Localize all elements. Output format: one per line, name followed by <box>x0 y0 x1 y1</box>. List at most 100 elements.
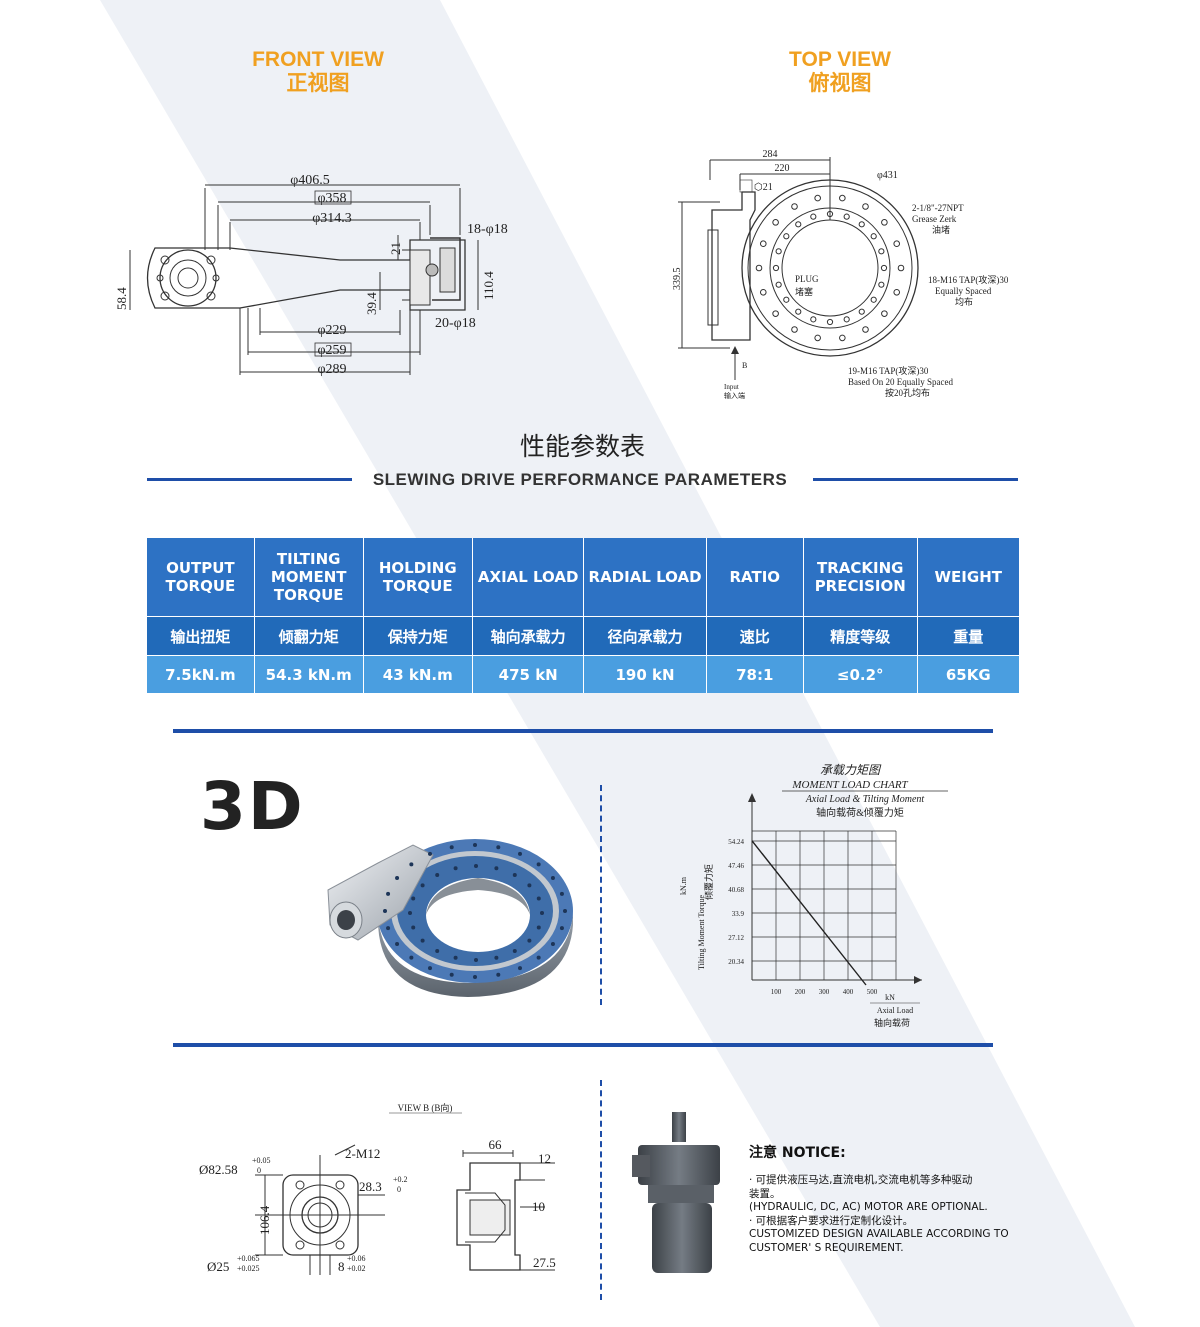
model-3d-bolt-hole <box>527 883 532 888</box>
section-divider-2 <box>173 1043 993 1047</box>
model-3d-bolt-hole <box>536 955 541 960</box>
top-view-b: B <box>742 361 747 370</box>
top-bolt-hole <box>878 248 885 255</box>
top-bolt-hole <box>814 334 821 342</box>
chart-ylabel-unit: kN.m <box>679 876 688 895</box>
model-3d-bolt-hole <box>550 942 555 946</box>
top-m16-e: Based On 20 Equally Spaced <box>848 377 953 387</box>
chart-x-tick: 300 <box>819 988 830 996</box>
front-dim-20: 20-φ18 <box>435 316 476 331</box>
hydraulic-motor-image <box>632 1112 720 1273</box>
vb-dim-10: 10 <box>532 1199 545 1214</box>
top-bolt-hole <box>897 264 905 272</box>
model-3d-bolt-hole <box>411 925 416 930</box>
performance-header-cn-2: 保持力矩 <box>363 616 473 656</box>
model-3d-bolt-hole <box>473 975 477 979</box>
model-3d-bolt-hole <box>563 909 567 913</box>
top-plug-1: PLUG <box>795 274 819 284</box>
top-dim-431: φ431 <box>877 170 898 181</box>
model-3d-bolt-hole <box>474 958 478 962</box>
moment-load-chart: 承载力矩图 MOMENT LOAD CHART Axial Load & Til… <box>679 763 948 1028</box>
top-bolt-hole <box>791 203 798 210</box>
performance-header-cn-1: 倾翻力矩 <box>254 616 364 656</box>
chart-x-tick: 500 <box>867 988 878 996</box>
notice-line-5: CUSTOMIZED DESIGN AVAILABLE ACCORDING TO <box>749 1228 1009 1240</box>
model-3d-bolt-hole <box>496 845 501 850</box>
performance-value-3: 475 kN <box>472 655 585 693</box>
section-dashed-divider-2 <box>600 1080 602 1300</box>
top-m16-f: 按20孔均布 <box>885 387 930 398</box>
model-3d-bolt-hole <box>395 876 400 880</box>
chart-subtitle-3: 轴向载荷&倾覆力矩 <box>816 806 904 819</box>
chart-series-line <box>751 840 867 986</box>
notice-line-4: · 可根据客户要求进行定制化设计。 <box>749 1214 914 1227</box>
chart-ylabel-cn: 倾覆力矩 <box>703 864 714 900</box>
model-3d-bolt-hole <box>536 862 541 867</box>
top-bolt-hole <box>881 310 888 317</box>
performance-value-6: ≤0.2° <box>803 655 918 693</box>
top-grease-1: 2-1/8"-27NPT <box>912 203 964 213</box>
performance-header-cn-7: 重量 <box>917 616 1019 656</box>
model-3d-bolt-hole <box>409 862 414 867</box>
model-3d-bolt-hole <box>474 864 478 868</box>
vb-dim-8258: Ø82.58 <box>199 1162 238 1177</box>
notice-line-1: · 可提供液压马达,直流电机,交流电机等多种驱动 <box>749 1174 973 1186</box>
notice-line-6: CUSTOMER' S REQUIREMENT. <box>749 1241 904 1254</box>
top-bolt-hole <box>826 210 834 218</box>
front-dim-229: φ229 <box>317 323 346 338</box>
chart-x-axis-arrow <box>914 976 922 984</box>
performance-rule-right <box>813 478 1018 481</box>
model-3d-bolt-hole <box>550 876 555 880</box>
performance-header-5: RATIO <box>706 538 804 617</box>
performance-header-cn-4: 径向承载力 <box>583 616 707 656</box>
top-dim-339: 339.5 <box>672 268 683 291</box>
model-3d-bolt-holes <box>383 843 567 979</box>
model-3d-bolt-hole <box>395 942 400 946</box>
front-dim-39: 39.4 <box>364 292 379 315</box>
model-3d-bolt-hole <box>409 955 414 960</box>
top-dim-284: 284 <box>763 149 778 160</box>
chart-y-tick: 47.46 <box>728 862 744 870</box>
top-bolt-hole <box>791 326 798 333</box>
performance-value-1: 54.3 kN.m <box>254 655 364 693</box>
top-m16-b: Equally Spaced <box>935 286 992 296</box>
top-bolt-hole <box>862 326 869 333</box>
vb-dim-275: 27.5 <box>533 1255 556 1270</box>
top-bolt-hole <box>759 240 767 248</box>
performance-header-cn-3: 轴向承载力 <box>472 616 585 656</box>
chart-subtitle: MOMENT LOAD CHART <box>791 779 908 791</box>
front-dim-58: 58.4 <box>114 287 129 310</box>
performance-value-2: 43 kN.m <box>363 655 473 693</box>
top-bolt-hole <box>795 308 802 315</box>
top-bolt-hole <box>814 194 821 202</box>
performance-header-4: RADIAL LOAD <box>583 538 707 617</box>
top-bolt-hole <box>839 194 846 202</box>
top-grease-2: Grease Zerk <box>912 214 957 224</box>
performance-cn-row: 输出扭矩倾翻力矩保持力矩轴向承载力径向承载力速比精度等级重量 <box>147 616 1019 656</box>
model-3d-render <box>327 839 573 997</box>
chart-title: 承载力矩图 <box>820 763 882 777</box>
chart-xlabel-cn: 轴向载荷 <box>874 1017 910 1028</box>
vb-dim-1064: 106.4 <box>257 1205 272 1235</box>
vb-tol3b: +0.025 <box>237 1264 260 1273</box>
performance-title-cn: 性能参数表 <box>519 433 645 461</box>
top-view-bolt-holes <box>755 194 905 342</box>
model-3d-bolt-hole <box>411 896 416 901</box>
top-bolt-hole <box>755 264 763 272</box>
performance-header-7: WEIGHT <box>917 538 1019 617</box>
performance-title-en: SLEWING DRIVE PERFORMANCE PARAMETERS <box>372 470 788 489</box>
vb-tol3a: +0.065 <box>237 1254 260 1263</box>
front-dim-358: φ358 <box>317 191 346 206</box>
performance-value-0: 7.5kN.m <box>147 655 255 693</box>
top-bolt-hole <box>858 308 865 315</box>
top-bolt-hole <box>870 233 877 240</box>
vb-tol1a: +0.05 <box>252 1156 271 1165</box>
top-input-1: Input <box>724 383 739 391</box>
vb-dim-8: 8 <box>338 1259 345 1274</box>
chart-y-tick: 54.24 <box>728 838 744 846</box>
top-view-drawing: 284 220 φ431 ⬡21 2-1/8"-27NPT Grease Zer… <box>672 149 1009 400</box>
notice-block: 注意 NOTICE: · 可提供液压马达,直流电机,交流电机等多种驱动 装置。 … <box>749 1142 1029 1255</box>
